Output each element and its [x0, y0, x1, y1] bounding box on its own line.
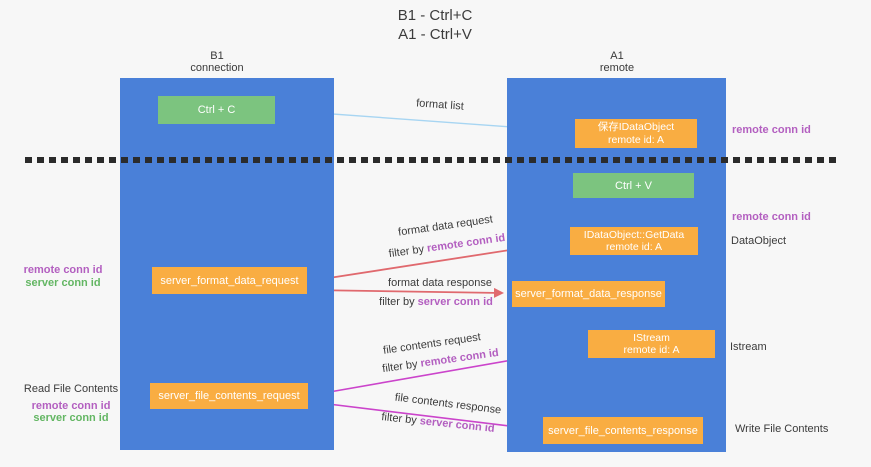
- istream-line1: IStream: [633, 331, 670, 344]
- ctrl-v-label: Ctrl + V: [615, 179, 652, 192]
- server-file-contents-request-box: server_file_contents_request: [150, 383, 308, 409]
- server-format-data-request-box: server_format_data_request: [152, 267, 307, 294]
- istream-box: IStream remote id: A: [588, 330, 715, 358]
- left-format-conn-ids: remote conn id server conn id: [13, 264, 113, 289]
- save-dataobject-line2: remote id: A: [607, 133, 665, 146]
- server-conn-id-label: server conn id: [25, 276, 101, 289]
- save-dataobject-line1: 保存IDataObject: [597, 121, 675, 133]
- diagram-title: B1 - Ctrl+C A1 - Ctrl+V: [330, 6, 540, 44]
- ctrl-v-box: Ctrl + V: [573, 173, 694, 198]
- ctrl-c-box: Ctrl + C: [158, 96, 275, 124]
- left-column-role: connection: [190, 62, 244, 74]
- server-file-contents-response-box: server_file_contents_response: [543, 417, 703, 444]
- server-format-data-request-label: server_format_data_request: [160, 274, 299, 287]
- right-column-header: A1 remote: [559, 50, 675, 74]
- read-file-contents-label: Read File Contents: [23, 383, 119, 395]
- getdata-box: IDataObject::GetData remote id: A: [570, 227, 698, 255]
- getdata-line2: remote id: A: [605, 241, 663, 253]
- getdata-line1: IDataObject::GetData: [583, 228, 685, 241]
- diagram-title-line2: A1 - Ctrl+V: [398, 26, 472, 43]
- left-column-name: B1: [210, 50, 224, 62]
- istream-line2: remote id: A: [623, 344, 680, 356]
- format-data-response-label: format data response: [388, 277, 492, 289]
- file-contents-response-arrow: [311, 401, 536, 433]
- server-format-data-response-label: server_format_data_response: [515, 288, 662, 300]
- write-file-contents-label: Write File Contents: [735, 423, 829, 435]
- format-data-response-filter-label: filter by server conn id: [376, 296, 496, 308]
- diagram-title-line1: B1 - Ctrl+C: [397, 7, 473, 24]
- remote-conn-id-label-top: remote conn id: [732, 124, 811, 136]
- right-column-name: A1: [610, 50, 624, 62]
- ctrl-c-label: Ctrl + C: [197, 104, 236, 116]
- server-file-contents-request-label: server_file_contents_request: [158, 390, 300, 402]
- istream-side-label: Istream: [730, 341, 767, 353]
- server-conn-id-key: server conn id: [417, 296, 493, 308]
- filter-by-text: filter by: [379, 296, 418, 308]
- server-file-contents-response-label: server_file_contents_response: [548, 424, 698, 437]
- format-data-response-arrow: [308, 287, 504, 298]
- left-file-conn-ids: Read File Contents remote conn id server…: [18, 383, 124, 425]
- remote-conn-id-label: remote conn id: [23, 264, 103, 276]
- save-dataobject-box: 保存IDataObject remote id: A: [575, 119, 697, 148]
- right-column-role: remote: [599, 62, 635, 74]
- remote-conn-id-label: remote conn id: [31, 399, 111, 412]
- session-divider-dashed-line: [25, 157, 837, 163]
- left-column-header: B1 connection: [159, 50, 275, 74]
- server-format-data-response-box: server_format_data_response: [512, 281, 665, 307]
- remote-conn-id-label-ctrlv: remote conn id: [732, 211, 811, 223]
- server-conn-id-label: server conn id: [33, 412, 109, 424]
- dataobject-label: DataObject: [731, 235, 787, 247]
